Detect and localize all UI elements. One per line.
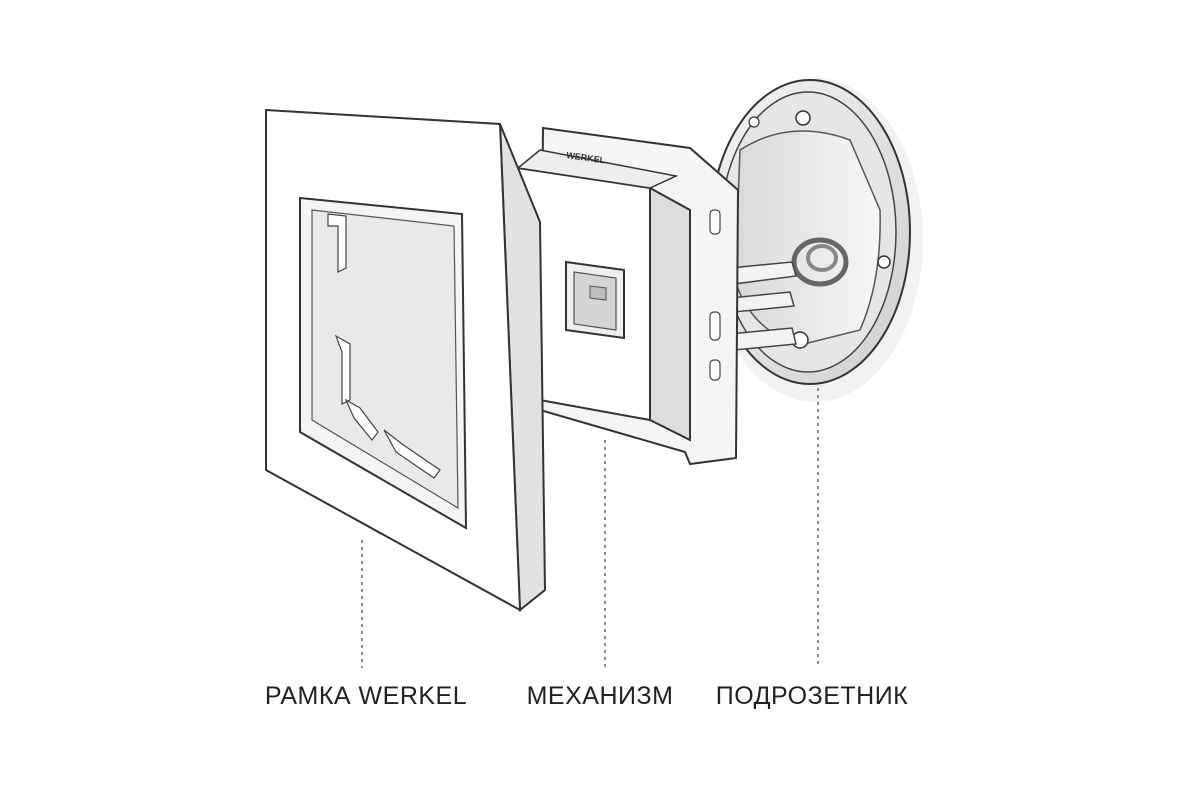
screw-icon: [748, 116, 760, 128]
data-port-icon: [565, 260, 625, 340]
cable-coil: [791, 237, 849, 287]
wires: [729, 261, 797, 351]
mechanism-label: МЕХАНИЗМ: [526, 682, 674, 710]
screw-icon: [795, 110, 811, 126]
frame-label: РАМКА WERKEL: [264, 682, 468, 710]
mechanism: WERKEL: [516, 126, 740, 466]
screw-icon: [877, 255, 891, 269]
mounting-box: [707, 78, 923, 402]
box-label: ПОДРОЗЕТНИК: [715, 682, 909, 710]
frame: [265, 108, 547, 613]
leader-lines: [361, 388, 819, 668]
